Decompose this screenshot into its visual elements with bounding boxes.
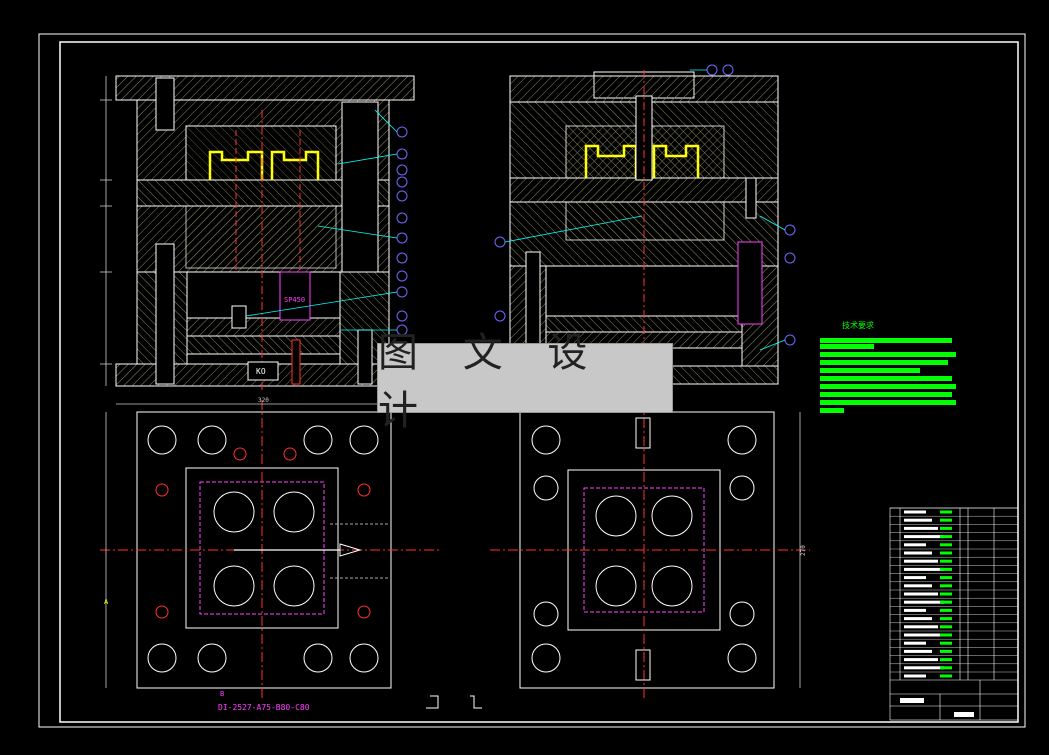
leaders-left: [245, 109, 398, 331]
parts-row-entry: [904, 608, 926, 612]
section-view-left: [115, 75, 415, 390]
parts-row-material: [940, 625, 952, 629]
parts-row-entry: [904, 518, 932, 522]
balloons-left: [396, 126, 408, 336]
parts-row-material: [940, 641, 952, 645]
parts-row-material: [940, 535, 952, 539]
parts-row-entry: [904, 649, 932, 653]
parts-row-material: [940, 649, 952, 653]
parts-row-material: [940, 617, 952, 621]
parts-row-material: [940, 608, 952, 612]
parts-row-material: [940, 551, 952, 555]
parts-row-material: [940, 526, 952, 530]
section-mark-b: B: [220, 690, 224, 698]
inner-frame: [59, 41, 1019, 723]
parts-row-material: [940, 567, 952, 571]
parts-row-entry: [904, 625, 938, 629]
parts-row-material: [940, 674, 952, 678]
parts-row-material: [940, 559, 952, 563]
dim-height-label: 270: [800, 545, 807, 556]
parts-row-entry: [904, 567, 944, 571]
section-mark-a: A: [104, 598, 109, 606]
parts-row-material: [940, 510, 952, 514]
sprue-label: SP450: [284, 296, 305, 304]
parts-row-entry: [904, 510, 926, 514]
parts-rows: [890, 507, 1018, 678]
plan-view-left: [100, 400, 440, 700]
title-block-name: [900, 698, 924, 703]
plan-view-right: [490, 400, 810, 700]
parts-row-entry: [904, 658, 938, 662]
parts-row-entry: [904, 584, 932, 588]
parts-row-material: [940, 543, 952, 547]
parts-row-entry: [904, 674, 926, 678]
parts-row-entry: [904, 600, 944, 604]
parts-list: [889, 507, 1019, 721]
watermark-text: 图 文 设 计: [378, 330, 604, 434]
tech-notes: [820, 338, 956, 413]
parts-row-entry: [904, 551, 932, 555]
view-mark-2: [470, 695, 482, 709]
parts-row-material: [940, 666, 952, 670]
parts-row-entry: [904, 576, 926, 580]
parts-row-material: [940, 518, 952, 522]
title-block-drawing-no: [954, 712, 974, 717]
parts-row-entry: [904, 526, 938, 530]
parts-row-material: [940, 576, 952, 580]
parts-row-entry: [904, 535, 944, 539]
outer-frame: [38, 33, 1026, 728]
dim-width-label: 320: [258, 397, 269, 404]
parts-row-entry: [904, 666, 944, 670]
plan-left-dimensions: [105, 403, 414, 688]
parts-row-material: [940, 658, 952, 662]
parts-row-entry: [904, 543, 926, 547]
parts-row-material: [940, 633, 952, 637]
leaders-right: [504, 69, 786, 351]
parts-row-entry: [904, 641, 926, 645]
ejector-label: KO: [256, 367, 266, 376]
parts-row-entry: [904, 617, 932, 621]
view-mark-1: [426, 695, 439, 709]
tech-title: 技术要求: [842, 320, 874, 330]
parts-row-material: [940, 584, 952, 588]
parts-row-entry: [904, 559, 938, 563]
left-dimensions: [100, 76, 112, 386]
parts-row-entry: [904, 592, 938, 596]
watermark-box: 图 文 设 计: [377, 330, 673, 434]
model-code: DI-2527-A75-B80-C80: [218, 703, 310, 712]
parts-row-entry: [904, 633, 944, 637]
parts-row-material: [940, 592, 952, 596]
parts-row-material: [940, 600, 952, 604]
